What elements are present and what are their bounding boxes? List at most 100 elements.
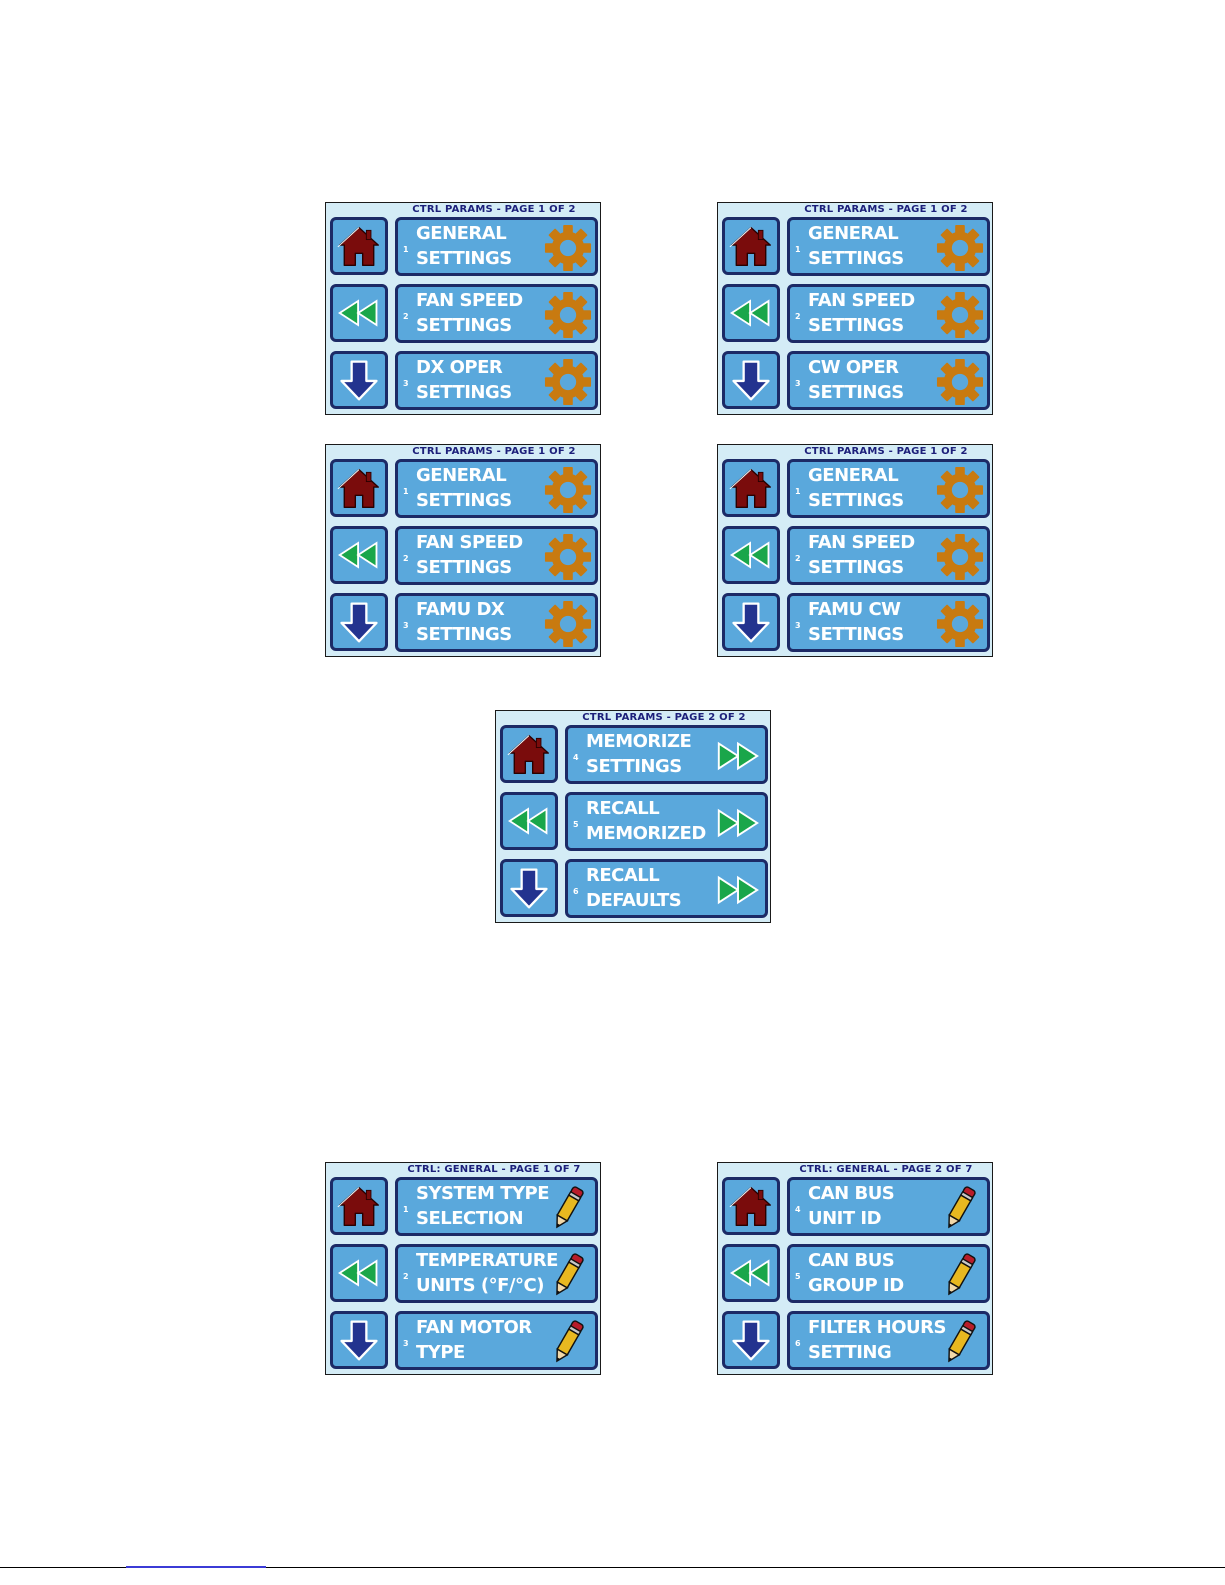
double-left-arrow-icon [336, 290, 382, 336]
menu-item-label-line2: DEFAULTS [586, 890, 682, 911]
menu-item-label-line1: GENERAL [808, 465, 899, 486]
menu-item-number: 1 [403, 487, 409, 496]
back-button[interactable] [722, 526, 780, 584]
menu-item-number: 5 [795, 1272, 801, 1281]
down-button[interactable] [722, 351, 780, 409]
menu-item-number: 5 [573, 820, 579, 829]
home-button[interactable] [330, 459, 388, 517]
gear-icon [544, 224, 592, 272]
double-left-arrow-icon [728, 532, 774, 578]
footnote-link-underline[interactable] [126, 1566, 266, 1568]
pencil-icon [936, 1318, 984, 1366]
down-button[interactable] [330, 593, 388, 651]
menu-item-label-line1: TEMPERATURE [416, 1250, 558, 1271]
back-button[interactable] [500, 792, 558, 850]
forward-arrows-icon [714, 732, 762, 780]
menu-item-label-line1: FAN SPEED [808, 290, 915, 311]
home-button[interactable] [330, 217, 388, 275]
menu-item-label-line1: FAMU DX [416, 599, 505, 620]
menu-item-label-line2: SETTINGS [416, 490, 512, 511]
menu-item-number: 1 [403, 245, 409, 254]
menu-item-label-line2: TYPE [416, 1342, 465, 1363]
home-button[interactable] [722, 459, 780, 517]
gear-icon [544, 600, 592, 648]
down-arrow-icon [336, 357, 382, 403]
menu-item-label-line1: FAN SPEED [416, 290, 523, 311]
menu-item-label-line1: FILTER HOURS [808, 1317, 947, 1338]
home-button[interactable] [722, 1177, 780, 1235]
menu-item-label-line2: SETTINGS [416, 624, 512, 645]
gear-icon [936, 600, 984, 648]
menu-item-button[interactable]: 2 FAN SPEED SETTINGS [787, 526, 990, 585]
menu-item-number: 2 [795, 554, 801, 563]
menu-item-label-line2: SETTINGS [808, 624, 904, 645]
down-arrow-icon [728, 1317, 774, 1363]
back-button[interactable] [722, 284, 780, 342]
menu-item-number: 4 [573, 753, 579, 762]
screen-title: CTRL: GENERAL - PAGE 1 OF 7 [407, 1164, 581, 1175]
double-left-arrow-icon [336, 532, 382, 578]
screen-title: CTRL PARAMS - PAGE 1 OF 2 [804, 204, 968, 215]
down-button[interactable] [500, 859, 558, 917]
gear-icon [544, 466, 592, 514]
screen-title: CTRL PARAMS - PAGE 1 OF 2 [412, 446, 576, 457]
menu-item-number: 4 [795, 1205, 801, 1214]
menu-item-label-line2: SETTINGS [808, 557, 904, 578]
pencil-icon [936, 1251, 984, 1299]
forward-arrows-icon [714, 799, 762, 847]
home-button[interactable] [722, 217, 780, 275]
menu-item-label-line1: MEMORIZE [586, 731, 692, 752]
back-button[interactable] [330, 284, 388, 342]
menu-item-number: 3 [795, 379, 801, 388]
menu-item-label-line1: FAN SPEED [416, 532, 523, 553]
down-button[interactable] [722, 593, 780, 651]
pencil-icon [544, 1318, 592, 1366]
home-icon [728, 465, 774, 511]
screen-title: CTRL PARAMS - PAGE 2 OF 2 [582, 712, 746, 723]
menu-item-label-line1: FAN SPEED [808, 532, 915, 553]
screen-title: CTRL PARAMS - PAGE 1 OF 2 [412, 204, 576, 215]
back-button[interactable] [330, 526, 388, 584]
back-button[interactable] [330, 1244, 388, 1302]
menu-item-label-line2: SETTINGS [808, 490, 904, 511]
menu-item-number: 3 [795, 621, 801, 630]
down-button[interactable] [722, 1311, 780, 1369]
home-button[interactable] [500, 725, 558, 783]
menu-item-label-line1: FAN MOTOR [416, 1317, 532, 1338]
screen-title: CTRL: GENERAL - PAGE 2 OF 7 [799, 1164, 973, 1175]
menu-item-label-line2: SETTINGS [416, 557, 512, 578]
menu-item-label-line2: MEMORIZED [586, 823, 706, 844]
home-icon [336, 1183, 382, 1229]
down-button[interactable] [330, 1311, 388, 1369]
gear-icon [936, 466, 984, 514]
down-button[interactable] [330, 351, 388, 409]
menu-item-label-line2: SELECTION [416, 1208, 524, 1229]
home-button[interactable] [330, 1177, 388, 1235]
menu-item-label-line2: UNIT ID [808, 1208, 882, 1229]
back-button[interactable] [722, 1244, 780, 1302]
menu-item-label-line2: UNITS (°F/°C) [416, 1275, 544, 1296]
